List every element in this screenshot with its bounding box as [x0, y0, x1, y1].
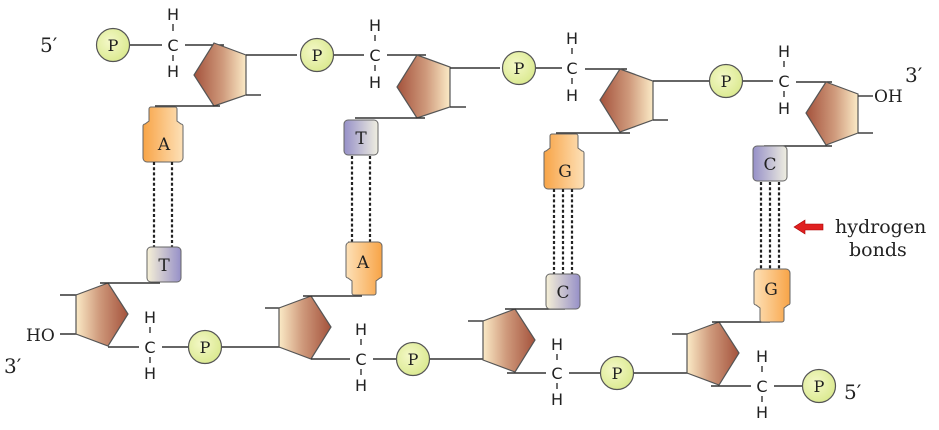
- phosphate-label: P: [108, 36, 119, 55]
- carbon-label: C: [551, 364, 562, 383]
- thymine-base-icon: [343, 119, 379, 156]
- carbon-label: C: [778, 72, 789, 91]
- deoxyribose-sugar-icon: [75, 282, 129, 347]
- hydrogen-label: H: [167, 62, 179, 81]
- deoxyribose-sugar-icon: [278, 295, 332, 360]
- bottom-nucleotide-4: C H H P: [672, 321, 837, 422]
- phosphate-icon: [95, 27, 131, 63]
- top-end-group-label: OH: [874, 87, 903, 107]
- hydrogen-label: H: [144, 308, 156, 327]
- hydrogen-label: H: [355, 376, 367, 395]
- hydrogen-label: H: [355, 320, 367, 339]
- base-pair-3: G C: [543, 133, 585, 310]
- phosphate-icon: [801, 368, 837, 404]
- phosphate-label: P: [408, 350, 419, 369]
- hydrogen-label: H: [756, 403, 768, 422]
- thymine-base-icon: [146, 246, 182, 283]
- cytosine-base-icon: [545, 273, 581, 310]
- phosphate-label: P: [814, 377, 825, 396]
- hydrogen-label: H: [551, 390, 563, 409]
- bottom-strand: 3′ HO C H H P C H H: [4, 282, 862, 422]
- bottom-base-label: T: [158, 256, 170, 276]
- top-strand: 5′ P C H H P C H H: [40, 5, 923, 147]
- bottom-base-label: G: [764, 280, 778, 300]
- deoxyribose-sugar-icon: [482, 308, 536, 373]
- carbon-label: C: [144, 338, 155, 357]
- hydrogen-bonds-annotation: hydrogen bonds: [793, 216, 926, 261]
- base-pair-1: A T: [142, 106, 184, 283]
- red-arrow-icon: [793, 219, 824, 235]
- hydrogen-label: H: [566, 29, 578, 48]
- carbon-label: C: [369, 46, 380, 65]
- hydrogen-label: H: [144, 364, 156, 383]
- bottom-nucleotide-1: C H H P: [60, 282, 280, 383]
- hydrogen-label: H: [369, 73, 381, 92]
- hydrogen-label: H: [566, 86, 578, 105]
- top-base-label: A: [157, 135, 171, 155]
- guanine-base-icon: [753, 268, 791, 323]
- cytosine-base-icon: [752, 145, 788, 182]
- hydrogen-label: H: [778, 99, 790, 118]
- top-three-prime-label: 3′: [905, 63, 923, 87]
- phosphate-icon: [501, 50, 537, 86]
- phosphate-label: P: [312, 46, 323, 65]
- base-pair-4: C G: [752, 145, 791, 323]
- top-nucleotide-2: P C H H: [299, 16, 500, 119]
- deoxyribose-sugar-icon: [193, 42, 247, 107]
- phosphate-icon: [599, 355, 635, 391]
- hydrogen-label: H: [778, 42, 790, 61]
- bottom-nucleotide-2: C H H P: [265, 295, 484, 395]
- deoxyribose-sugar-icon: [805, 81, 859, 146]
- top-base-label: G: [558, 162, 572, 182]
- carbon-label: C: [756, 377, 767, 396]
- hydrogen-label: H: [756, 347, 768, 366]
- phosphate-icon: [187, 329, 223, 365]
- bottom-base-label: C: [556, 283, 569, 303]
- bottom-base-label: A: [356, 253, 370, 273]
- top-five-prime-label: 5′: [40, 33, 58, 57]
- hydrogen-label: H: [551, 335, 563, 354]
- bottom-three-prime-label: 3′: [4, 354, 22, 378]
- phosphate-icon: [395, 341, 431, 377]
- deoxyribose-sugar-icon: [686, 321, 740, 386]
- phosphate-icon: [708, 63, 744, 99]
- top-nucleotide-3: P C H H: [501, 29, 709, 134]
- hydrogen-label: H: [167, 5, 179, 24]
- top-base-label: C: [763, 155, 776, 175]
- bottom-nucleotide-3: C H H P: [468, 308, 688, 409]
- base-pair-2: T A: [343, 119, 383, 296]
- carbon-label: C: [355, 350, 366, 369]
- adenine-base-icon: [142, 106, 184, 163]
- phosphate-label: P: [514, 59, 525, 78]
- bottom-end-group-label: HO: [26, 326, 55, 346]
- top-base-label: T: [355, 129, 367, 149]
- phosphate-label: P: [612, 364, 623, 383]
- adenine-base-icon: [345, 241, 383, 296]
- hydrogen-label: H: [369, 16, 381, 35]
- top-nucleotide-1: P C H H: [95, 5, 297, 107]
- phosphate-icon: [299, 37, 335, 73]
- annotation-line-2: bonds: [849, 239, 907, 261]
- deoxyribose-sugar-icon: [599, 68, 654, 133]
- bottom-five-prime-label: 5′: [844, 380, 862, 404]
- phosphate-label: P: [721, 72, 732, 91]
- annotation-line-1: hydrogen: [835, 216, 926, 238]
- carbon-label: C: [566, 59, 577, 78]
- top-nucleotide-4: P C H H OH: [708, 42, 903, 147]
- carbon-label: C: [167, 36, 178, 55]
- phosphate-label: P: [200, 338, 211, 357]
- deoxyribose-sugar-icon: [396, 54, 451, 119]
